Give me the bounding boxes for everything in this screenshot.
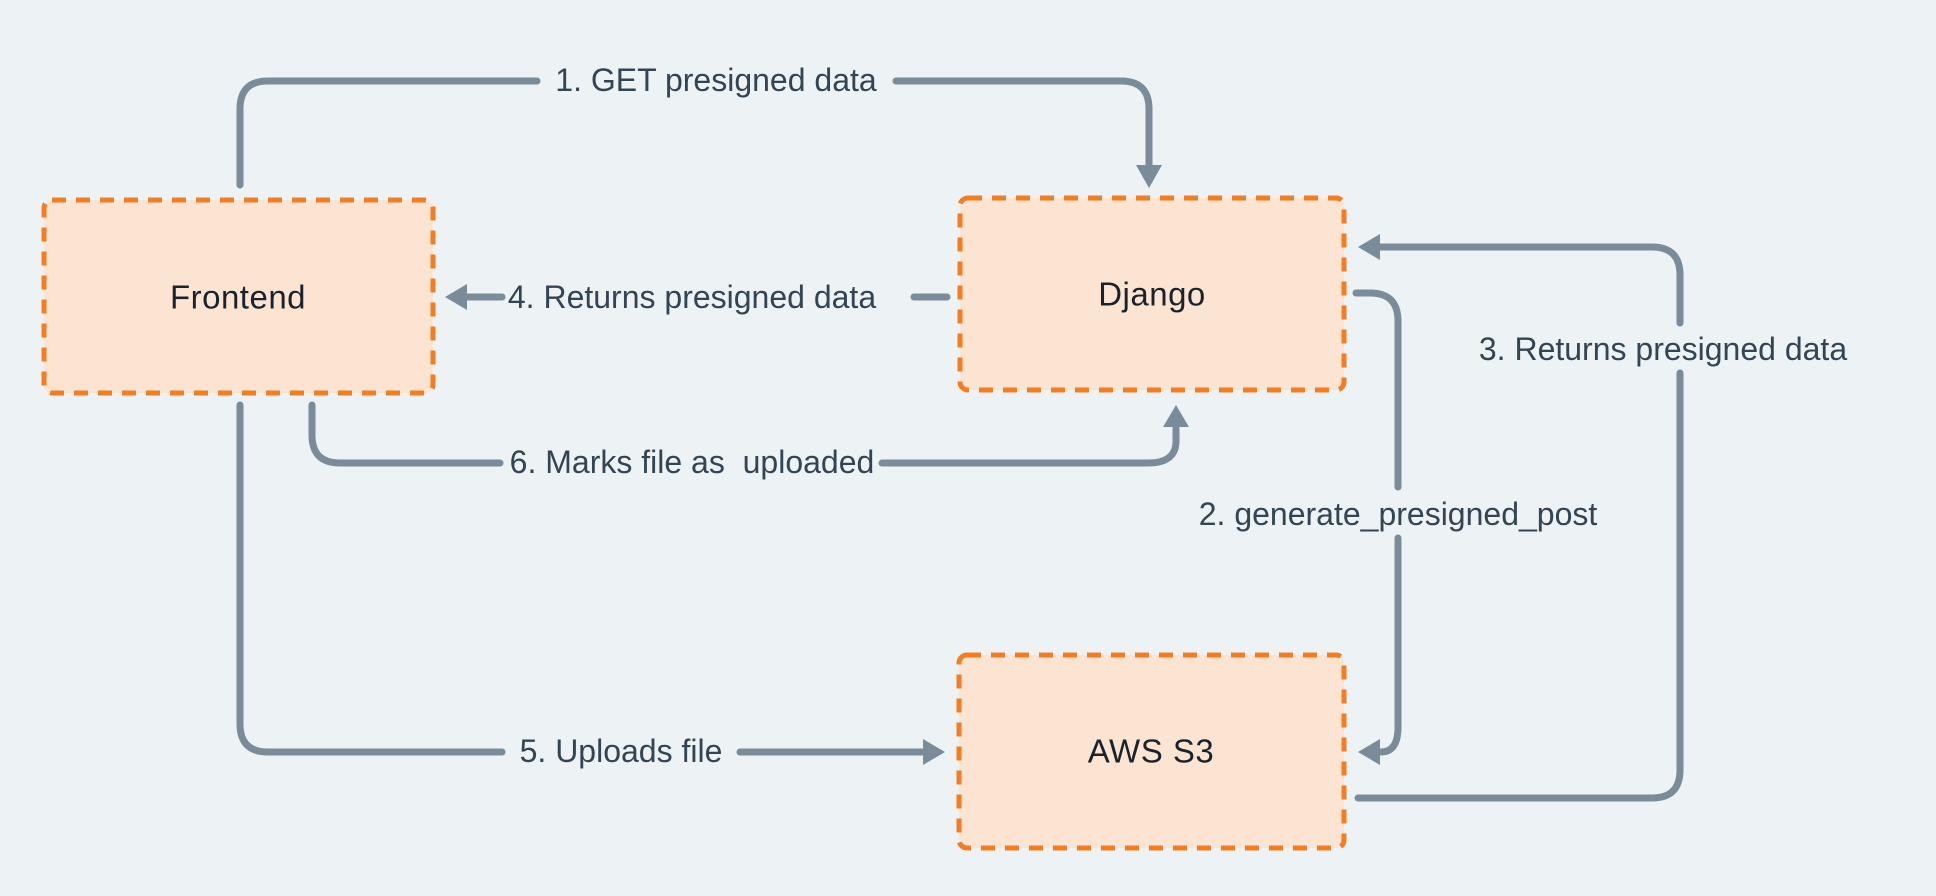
node-frontend-box <box>41 197 436 396</box>
edge-6-marks-uploaded-left-segment <box>308 401 504 467</box>
node-aws-s3-box <box>956 652 1347 851</box>
edge-3-label: 3. Returns presigned data <box>1478 331 1848 367</box>
edge-1-arrowhead-down-icon <box>1136 165 1162 188</box>
edge-4-label: 4. Returns presigned data <box>507 279 877 315</box>
edge-5-uploads-file-left-segment <box>236 401 506 756</box>
node-aws-s3-label: AWS S3 <box>1087 732 1215 770</box>
edge-1-get-presigned-left-segment <box>236 77 541 189</box>
edge-3-returns-presigned-bottom-segment <box>1354 369 1684 802</box>
edge-6-arrowhead-up-icon <box>1163 405 1189 427</box>
edge-3-returns-presigned-top-segment <box>1376 243 1684 327</box>
edge-2-generate-presigned-top-segment <box>1352 289 1402 491</box>
edge-6-marks-uploaded-right-segment <box>878 424 1180 467</box>
node-frontend-label: Frontend <box>169 278 307 316</box>
edge-5-label: 5. Uploads file <box>519 733 723 769</box>
edge-6-label: 6. Marks file as uploaded <box>509 444 875 480</box>
edge-1-label: 1. GET presigned data <box>555 62 877 98</box>
edge-2-arrowhead-left-icon <box>1358 739 1380 765</box>
edge-2-label: 2. generate_presigned_post <box>1198 496 1598 532</box>
node-django-box <box>957 195 1347 393</box>
edge-3-arrowhead-left-icon <box>1358 234 1380 260</box>
node-django-label: Django <box>1098 275 1206 313</box>
edge-5-arrowhead-right-icon <box>923 739 945 765</box>
edge-2-generate-presigned-bottom-segment <box>1377 534 1402 756</box>
edge-1-get-presigned-right-segment <box>892 77 1153 171</box>
edge-4-arrowhead-left-icon <box>445 284 467 310</box>
